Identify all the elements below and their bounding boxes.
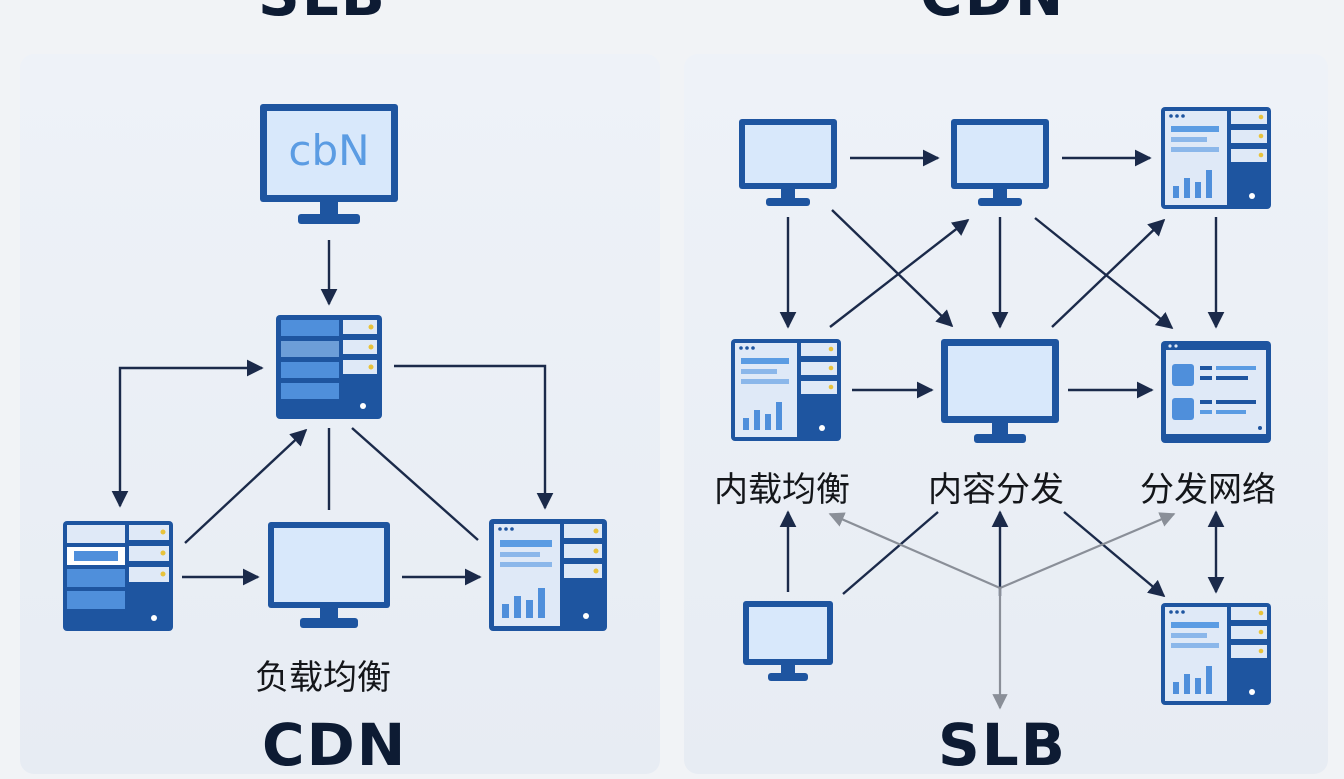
- monitor-icon: [268, 522, 390, 628]
- grey-arrow-left: [828, 512, 1001, 590]
- arrow-rx-3: [1034, 217, 1174, 330]
- monitor-right-row1-b: [950, 118, 1050, 208]
- dashboard-screen-icon: [1161, 341, 1271, 443]
- dashboard-server-icon: [489, 519, 607, 631]
- label-load-balancing: 负载均衡: [255, 658, 391, 698]
- server-icon: [63, 521, 173, 631]
- dashboard-server-right-row1: [1160, 106, 1272, 210]
- grey-arrow-right: [999, 512, 1176, 590]
- arrow-r-monitor-diag: [842, 511, 939, 595]
- monitor-right-bottom: [742, 600, 834, 684]
- arrow-rx-2: [829, 218, 970, 328]
- heading-top-left: SLB: [258, 0, 387, 24]
- heading-top-right: CDN: [920, 0, 1065, 24]
- monitor-screen-text: cbN: [288, 126, 370, 175]
- monitor-cbn: cbN: [258, 102, 400, 230]
- arrow-left-elbow-left: [111, 359, 264, 508]
- dashboard-server-icon: [1161, 107, 1271, 209]
- monitor-right-row1-a: [738, 118, 838, 208]
- label-right-3: 分发网络: [1140, 470, 1276, 510]
- server-icon: [276, 315, 382, 419]
- dashboard-monitor-right-row2: [1160, 340, 1272, 444]
- arrow-left-diag-down: [351, 427, 479, 541]
- server-center-left: [275, 314, 383, 420]
- monitor-icon: [951, 119, 1049, 206]
- monitor-right-row2-center: [940, 338, 1060, 446]
- arrow-r-content-to-dash: [1063, 511, 1166, 598]
- arrow-rx-4: [1051, 218, 1166, 328]
- arrow-left-diag-up: [184, 428, 308, 544]
- server-bottom-left: [62, 520, 174, 632]
- monitor-icon: [260, 104, 398, 224]
- dashboard-server-right-bottom: [1160, 602, 1272, 706]
- dashboard-server-right-row2: [730, 338, 842, 442]
- arrow-left-elbow-right: [394, 364, 554, 510]
- monitor-bottom-left: [266, 520, 392, 632]
- arrow-rx-1: [831, 209, 954, 328]
- monitor-icon: [743, 601, 833, 681]
- dashboard-server-icon: [1161, 603, 1271, 705]
- label-right-2: 内容分发: [928, 470, 1064, 510]
- dashboard-server-left: [488, 518, 608, 632]
- monitor-icon: [941, 339, 1059, 443]
- connection-arrows: [111, 149, 1225, 710]
- monitor-icon: [739, 119, 837, 206]
- dashboard-server-icon: [731, 339, 841, 441]
- label-right-1: 内载均衡: [714, 470, 850, 510]
